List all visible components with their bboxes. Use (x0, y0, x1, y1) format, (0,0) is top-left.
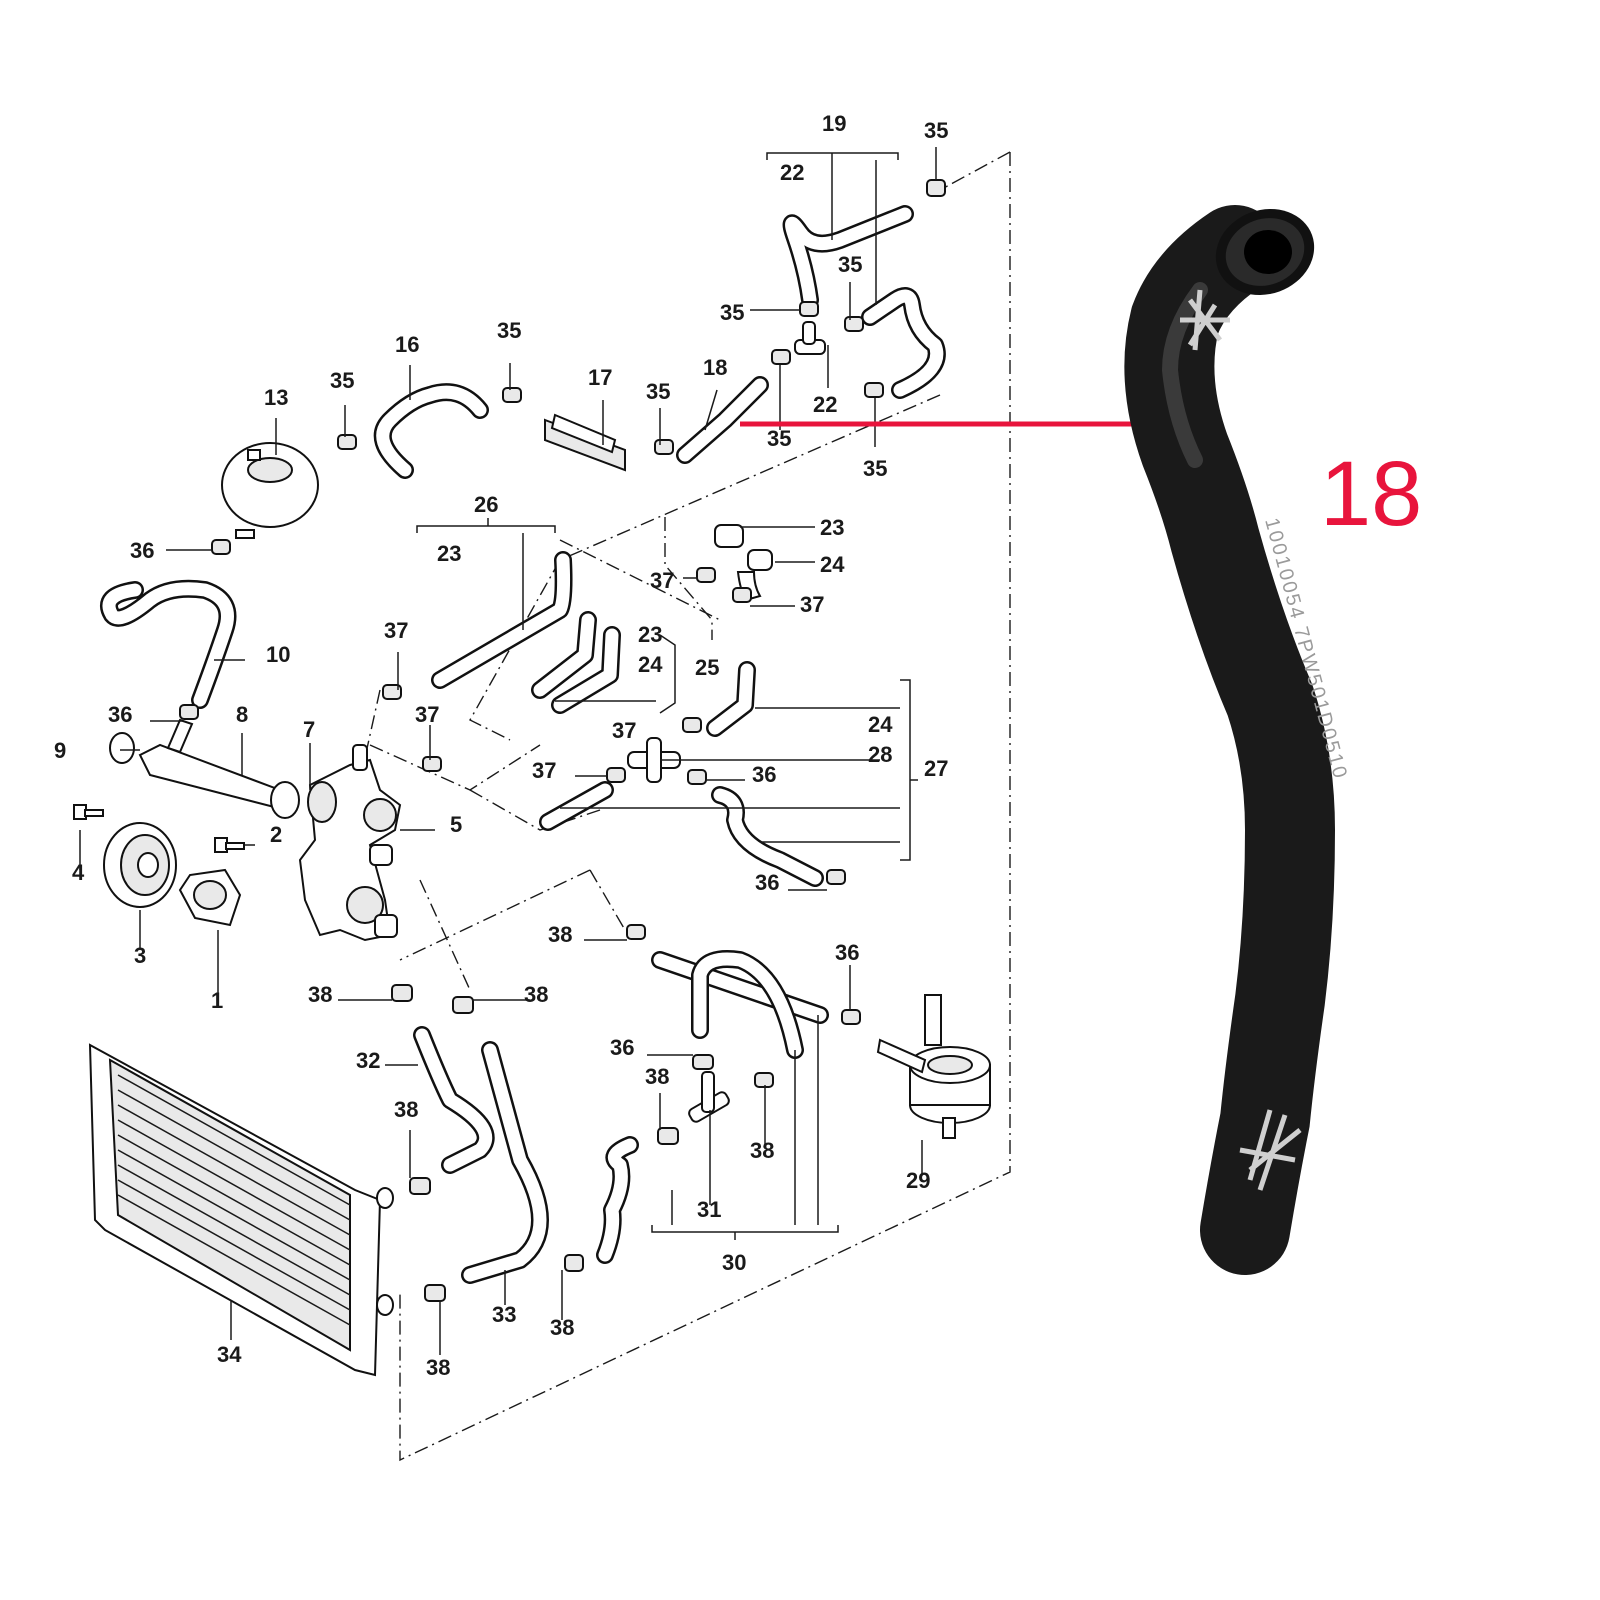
callout-16: 16 (395, 332, 419, 357)
callout-29: 29 (906, 1168, 930, 1193)
pulley (103, 822, 177, 908)
callout-36: 36 (610, 1035, 634, 1060)
callout-38: 38 (524, 982, 548, 1007)
callout-25: 25 (695, 655, 719, 680)
callout-8: 8 (236, 702, 248, 727)
callout-38: 38 (645, 1064, 669, 1089)
callout-35: 35 (767, 426, 791, 451)
callout-22: 22 (813, 392, 837, 417)
callout-35: 35 (924, 118, 948, 143)
callout-35: 35 (720, 300, 744, 325)
callout-36: 36 (755, 870, 779, 895)
radiator (88, 1043, 394, 1377)
callout-37: 37 (800, 592, 824, 617)
t-piece-upper (794, 321, 826, 355)
components (73, 321, 991, 1377)
callout-19: 19 (822, 111, 846, 136)
callout-3: 3 (134, 943, 146, 968)
callout-1: 1 (211, 988, 223, 1013)
bolt-4 (73, 804, 104, 820)
callout-35: 35 (838, 252, 862, 277)
callout-35: 35 (497, 318, 521, 343)
callout-37: 37 (384, 618, 408, 643)
t-piece-31 (688, 1071, 730, 1123)
callout-37: 37 (612, 718, 636, 743)
o-ring (109, 732, 135, 764)
expansion-tank (221, 442, 319, 539)
coolant-pipe (138, 718, 300, 819)
callout-38: 38 (548, 922, 572, 947)
callout-38: 38 (394, 1097, 418, 1122)
hoses (100, 205, 946, 1284)
callout-37: 37 (532, 758, 556, 783)
callout-24: 24 (868, 712, 893, 737)
callout-36: 36 (752, 762, 776, 787)
callout-30: 30 (722, 1250, 746, 1275)
callout-36: 36 (108, 702, 132, 727)
bolt-2 (214, 837, 245, 853)
callout-37: 37 (415, 702, 439, 727)
callout-23: 23 (437, 541, 461, 566)
callout-35: 35 (330, 368, 354, 393)
callout-24: 24 (638, 652, 663, 677)
callout-36: 36 (835, 940, 859, 965)
callout-33: 33 (492, 1302, 516, 1327)
leader-lines (79, 147, 937, 1355)
callout-22: 22 (780, 160, 804, 185)
callout-28: 28 (868, 742, 892, 767)
hose-clamps (179, 179, 946, 1302)
callout-38: 38 (550, 1315, 574, 1340)
callout-numbers: 19 35 22 35 35 18 22 35 35 35 17 35 16 3… (54, 111, 948, 1380)
callout-23: 23 (638, 622, 662, 647)
callout-18: 18 (703, 355, 727, 380)
callout-37: 37 (650, 568, 674, 593)
callout-4: 4 (72, 860, 85, 885)
callout-2: 2 (270, 822, 282, 847)
callout-10: 10 (266, 642, 290, 667)
callout-36: 36 (130, 538, 154, 563)
callout-32: 32 (356, 1048, 380, 1073)
callout-38: 38 (750, 1138, 774, 1163)
water-pump (178, 868, 242, 927)
callout-23: 23 (820, 515, 844, 540)
thermostat-housing (298, 744, 402, 942)
hose-bracket (544, 413, 626, 472)
callout-24: 24 (820, 552, 845, 577)
assembly-boundary (359, 151, 1011, 1462)
callout-35: 35 (863, 456, 887, 481)
callout-26: 26 (474, 492, 498, 517)
callout-9: 9 (54, 738, 66, 763)
callout-17: 17 (588, 365, 612, 390)
callout-31: 31 (697, 1197, 721, 1222)
t-piece-28 (627, 737, 681, 783)
callout-35: 35 (646, 379, 670, 404)
oil-cooler (876, 994, 991, 1139)
callout-13: 13 (264, 385, 288, 410)
hose-18-photo: 10010054 7PW501D0510 (1124, 205, 1351, 1275)
callout-38: 38 (308, 982, 332, 1007)
highlight-part-number: 18 (1320, 443, 1422, 545)
callout-5: 5 (450, 812, 462, 837)
callout-27: 27 (924, 756, 948, 781)
callout-38: 38 (426, 1355, 450, 1380)
callout-34: 34 (217, 1342, 242, 1367)
callout-7: 7 (303, 717, 315, 742)
